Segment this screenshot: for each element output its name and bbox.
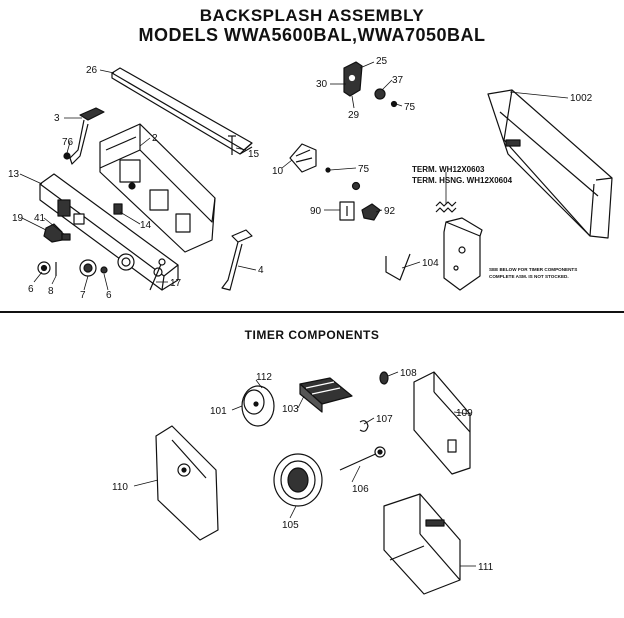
part-108-spring — [379, 371, 389, 385]
callout-75-upper: 75 — [404, 102, 416, 113]
timer-footnote: SEE BELOW FOR TIMER COMPONENTS — [489, 267, 578, 272]
callout-15: 15 — [248, 149, 260, 160]
callout-112: 112 — [256, 372, 272, 383]
part-107-clip — [359, 420, 369, 432]
timer-assembly — [443, 217, 483, 291]
part-26-trim-strip — [111, 67, 253, 155]
stock-footnote: COMPLETE ASM. IS NOT STOCKED. — [489, 274, 569, 279]
callout-6-left: 6 — [28, 284, 34, 295]
part-13-control-panel — [39, 173, 179, 291]
part-2-housing — [99, 123, 216, 253]
term-note: TERM. WH12X0603 — [412, 165, 485, 174]
part-75-screw-upper — [390, 100, 398, 108]
callout-29: 29 — [348, 110, 360, 121]
callout-104: 104 — [422, 258, 439, 269]
callout-6-right: 6 — [106, 290, 112, 301]
callout-92: 92 — [384, 206, 396, 217]
callout-3: 3 — [54, 113, 60, 124]
part-111-cover — [383, 493, 461, 595]
callout-76: 76 — [62, 137, 74, 148]
callout-2: 2 — [152, 133, 158, 144]
part-76-screw — [63, 152, 71, 160]
part-41-clip — [61, 233, 71, 241]
part-6-knob-small — [100, 266, 108, 274]
leader-lines — [19, 61, 569, 567]
part-14-knob-clip — [113, 203, 123, 215]
part-105-cam — [273, 453, 323, 507]
part-6-knob — [37, 261, 51, 275]
part-103-contact-block — [299, 377, 353, 413]
part-17-rod — [149, 258, 166, 291]
callout-17: 17 — [170, 278, 182, 289]
part-1002-console — [487, 89, 613, 239]
callout-109: 109 — [456, 408, 473, 419]
timer-callouts: 112 101 103 108 107 109 110 106 105 111 — [112, 368, 494, 573]
callout-101: 101 — [210, 406, 227, 417]
part-92-terminal — [361, 203, 381, 221]
callout-108-upper: 108 — [400, 368, 417, 379]
part-3-bracket — [69, 107, 105, 165]
callout-103: 103 — [282, 404, 299, 415]
callout-4: 4 — [258, 265, 264, 276]
models-line: MODELS WWA5600BAL,WWA7050BAL — [138, 25, 486, 45]
callout-37: 37 — [392, 75, 404, 86]
part-104-rod — [385, 253, 411, 281]
term-housing-note: TERM. HSNG. WH12X0604 — [412, 176, 513, 185]
callout-26: 26 — [86, 65, 98, 76]
callout-110: 110 — [112, 482, 128, 493]
callout-105: 105 — [282, 520, 299, 531]
callout-41: 41 — [34, 213, 46, 224]
callout-111: 111 — [478, 562, 494, 573]
part-101-motor — [241, 385, 275, 427]
callout-25: 25 — [376, 56, 388, 67]
callout-106: 106 — [352, 484, 369, 495]
part-75-screw-lower — [325, 167, 331, 173]
callout-30: 30 — [316, 79, 328, 90]
backsplash-callouts: 26 3 76 2 15 13 19 41 14 4 6 8 7 6 17 30… — [8, 56, 593, 301]
part-37-grommet — [374, 88, 386, 100]
diagram-title: BACKSPLASH ASSEMBLY — [199, 6, 425, 25]
part-25-bracket — [343, 61, 363, 97]
part-19-switch — [43, 223, 63, 243]
timer-section-title: TIMER COMPONENTS — [244, 328, 380, 342]
part-7-dial — [79, 259, 97, 277]
callout-90: 90 — [310, 206, 322, 217]
part-10-clip — [289, 143, 317, 173]
part-4-bracket — [221, 229, 253, 291]
part-110-plate — [155, 425, 219, 541]
callout-75-lower: 75 — [358, 164, 370, 175]
part-75-nut — [351, 181, 361, 191]
callout-13: 13 — [8, 169, 20, 180]
callout-19: 19 — [12, 213, 24, 224]
part-109-frame — [413, 371, 471, 475]
callout-10: 10 — [272, 166, 284, 177]
part-15-screw — [228, 135, 236, 155]
part-106-shaft — [339, 446, 386, 471]
callout-1002: 1002 — [570, 93, 593, 104]
callout-107: 107 — [376, 414, 393, 425]
callout-7: 7 — [80, 290, 86, 301]
part-90-switch — [339, 201, 355, 221]
callout-8: 8 — [48, 286, 54, 297]
callout-14: 14 — [140, 220, 152, 231]
